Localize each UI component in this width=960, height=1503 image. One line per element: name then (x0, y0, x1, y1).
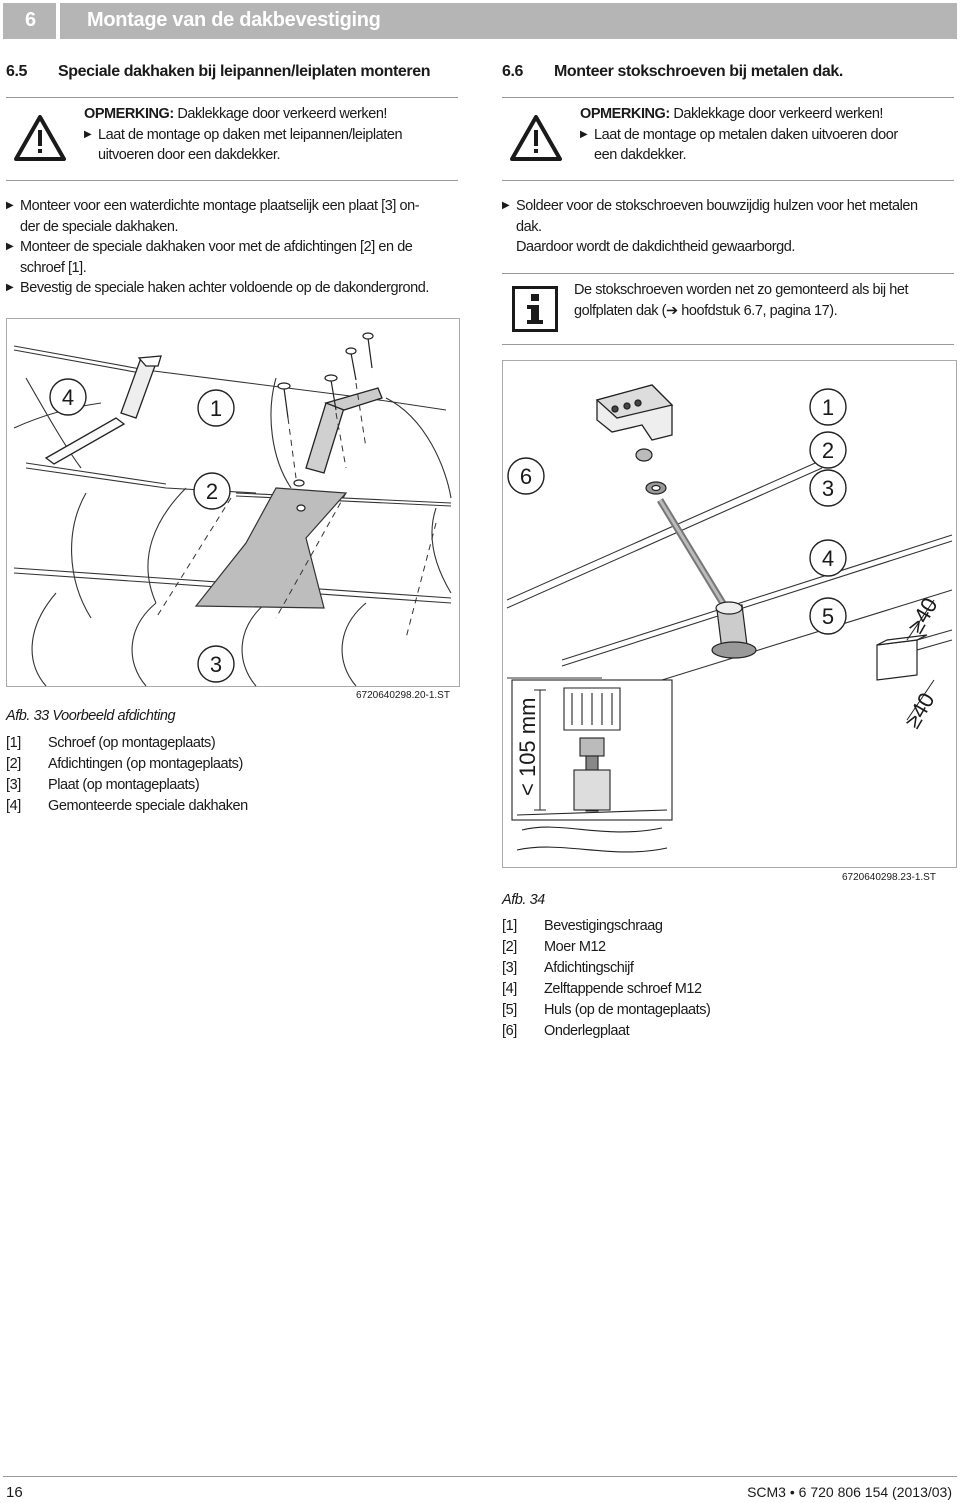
callout-4-circle (49, 378, 87, 416)
info-box: De stokschroeven worden net zo gemonteer… (502, 273, 954, 345)
callout-3-circle (197, 645, 235, 683)
step-1: Monteer voor een waterdichte montage pla… (6, 196, 461, 217)
dim-105: < 105 mm (515, 698, 540, 796)
warning-bullet: Laat de montage op metalen daken uitvoer… (580, 125, 898, 146)
warning-bullet-cont: uitvoeren door een dakdekker. (98, 147, 281, 163)
callout-2-circle (809, 431, 847, 469)
legend-item: [5]Huls (op de montageplaats) (502, 1002, 711, 1018)
warning-bullet-cont: een dakdekker. (594, 147, 687, 163)
info-text-cont: golfplaten dak (➔ hoofdstuk 6.7, pagina … (574, 302, 838, 319)
callout-1: 1 (210, 396, 222, 421)
figure-34-code: 6720640298.23-1.ST (842, 872, 936, 883)
section-heading-6-6: 6.6 Monteer stokschroeven bij metalen dak… (502, 63, 843, 81)
step-3: Bevestig de speciale haken achter voldoe… (6, 278, 461, 299)
figure-34-drawing: ≥40 ≥40 < 105 mm (502, 360, 957, 883)
dim-40-bottom: ≥40 (900, 688, 940, 732)
step-1-cont: der de speciale dakhaken. (20, 218, 179, 235)
section-number: 6.5 (6, 63, 28, 80)
callout-1-circle (809, 388, 847, 426)
warning-bullet: Laat de montage op daken met leipannen/l… (84, 125, 403, 146)
legend-item: [4]Zelftappende schroef M12 (502, 981, 702, 997)
warning-label: OPMERKING: (580, 106, 670, 122)
step-solder-cont: dak. (516, 218, 542, 235)
legend-item: [3]Plaat (op montageplaats) (6, 777, 200, 793)
callout-1-circle (197, 389, 235, 427)
chapter-title: Montage van de dakbevestiging (60, 3, 957, 39)
warning-label: OPMERKING: (84, 106, 174, 122)
figure-34-legend: [1]Bevestigingschraag [2]Moer M12 [3]Afd… (502, 916, 711, 1042)
dim-40-top: ≥40 (903, 593, 943, 637)
steps-list: Monteer voor een waterdichte montage pla… (6, 196, 461, 299)
callout-1: 1 (822, 395, 834, 420)
callout-2: 2 (206, 479, 218, 504)
warning-text: Daklekkage door verkeerd werken! (177, 106, 388, 122)
section-number: 6.6 (502, 63, 524, 80)
callout-6: 6 (520, 464, 532, 489)
callout-4-circle (809, 539, 847, 577)
document-id: SCM3 • 6 720 806 154 (2013/03) (747, 1484, 952, 1500)
info-icon (512, 286, 558, 332)
step-2: Monteer de speciale dakhaken voor met de… (6, 237, 461, 258)
legend-item: [6]Onderlegplaat (502, 1023, 630, 1039)
legend-item: [2]Moer M12 (502, 939, 606, 955)
right-step: Soldeer voor de stokschroeven bouwzijdig… (502, 196, 957, 258)
step-solder-cont2: Daardoor wordt de dakdichtheid gewaarbor… (516, 239, 795, 255)
callout-3-circle (809, 469, 847, 507)
chapter-number: 6 (3, 3, 56, 39)
warning-box: OPMERKING: Daklekkage door verkeerd werk… (502, 97, 954, 181)
legend-item: [1]Bevestigingschraag (502, 918, 663, 934)
legend-item: [1]Schroef (op montageplaats) (6, 735, 216, 751)
page-number: 16 (6, 1484, 23, 1501)
callout-3: 3 (210, 652, 222, 677)
step-2-cont: schroef [1]. (20, 259, 87, 276)
callout-2: 2 (822, 438, 834, 463)
figure-33-drawing: 4 1 2 3 6720640298.20-1.ST (6, 318, 460, 701)
footer-divider (3, 1476, 957, 1477)
figure-33-legend: [1]Schroef (op montageplaats) [2]Afdicht… (6, 733, 248, 817)
callout-5: 5 (822, 604, 834, 629)
figure-33: 4 1 2 3 6720640298.20-1.ST (6, 318, 460, 713)
callout-2-circle (193, 472, 231, 510)
warning-text: Daklekkage door verkeerd werken! (673, 106, 884, 122)
figure-34-caption: Afb. 34 (502, 892, 545, 908)
figure-33-prefix: Afb. 33 (6, 708, 49, 724)
figure-33-caption: Afb. 33 Voorbeeld afdichting (6, 706, 176, 727)
legend-item: [3]Afdichtingschijf (502, 960, 634, 976)
callout-4: 4 (62, 385, 74, 410)
warning-icon (510, 115, 562, 161)
figure-33-code: 6720640298.20-1.ST (356, 690, 450, 701)
step-solder: Soldeer voor de stokschroeven bouwzijdig… (502, 196, 957, 217)
callout-6-circle (507, 457, 545, 495)
section-title: Monteer stokschroeven bij metalen dak. (554, 63, 843, 80)
section-heading-6-5: 6.5 Speciale dakhaken bij leipannen/leipl… (6, 63, 431, 81)
legend-item: [2]Afdichtingen (op montageplaats) (6, 756, 243, 772)
chapter-header: 6 Montage van de dakbevestiging (3, 3, 957, 39)
figure-34: ≥40 ≥40 < 105 mm (502, 360, 958, 895)
callout-4: 4 (822, 546, 834, 571)
legend-item: [4]Gemonteerde speciale dakhaken (6, 798, 248, 814)
warning-box: OPMERKING: Daklekkage door verkeerd werk… (6, 97, 458, 181)
callout-5-circle (809, 597, 847, 635)
figure-33-title: Voorbeeld afdichting (52, 708, 176, 724)
callout-3: 3 (822, 476, 834, 501)
warning-icon (14, 115, 66, 161)
section-title: Speciale dakhaken bij leipannen/leiplate… (58, 63, 431, 80)
info-text: De stokschroeven worden net zo gemonteer… (574, 282, 909, 298)
